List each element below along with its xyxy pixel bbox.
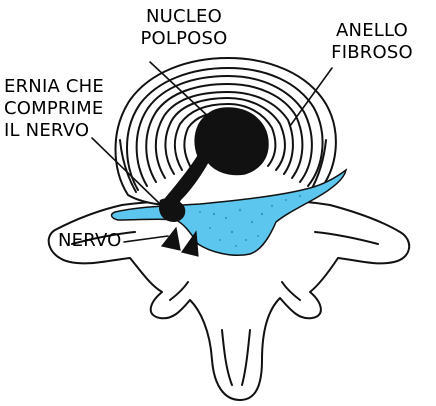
label-ernia: ERNIA CHE COMPRIME IL NERVO [4, 76, 144, 142]
label-nervo: NERVO [58, 230, 122, 252]
label-nucleo-polposo: NUCLEO POLPOSO [124, 6, 244, 50]
label-anello-fibroso: ANELLO FIBROSO [316, 20, 428, 64]
